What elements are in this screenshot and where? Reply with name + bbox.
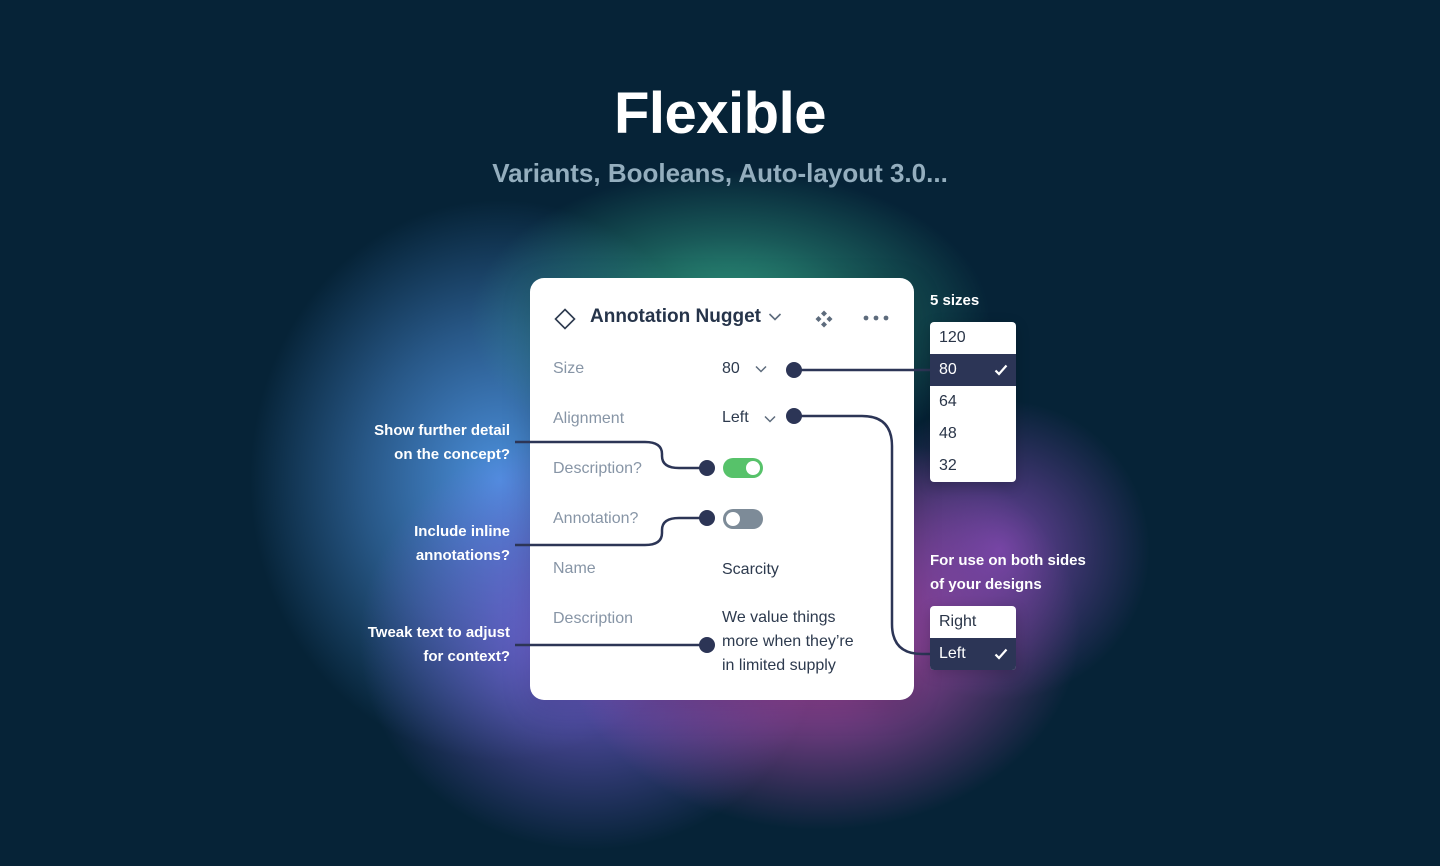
description-line: We value things xyxy=(722,609,836,626)
size-option-80[interactable]: 80 xyxy=(930,354,1016,386)
chevron-down-icon[interactable] xyxy=(768,312,782,322)
component-properties-panel: Annotation Nugget Size 80 Alignment Left… xyxy=(530,278,914,700)
check-icon xyxy=(994,364,1008,376)
size-select-value[interactable]: 80 xyxy=(722,360,740,377)
note-line: on the concept? xyxy=(394,446,510,463)
option-label: 32 xyxy=(939,457,957,474)
chevron-down-icon[interactable] xyxy=(764,415,776,423)
sizes-note: 5 sizes xyxy=(930,292,980,309)
alignment-options-dropdown: Right Left xyxy=(930,606,1016,670)
option-label: Left xyxy=(939,645,966,662)
note-line: of your designs xyxy=(930,576,1042,593)
name-text-value[interactable]: Scarcity xyxy=(722,561,779,578)
description-line: in limited supply xyxy=(722,657,836,674)
size-option-32[interactable]: 32 xyxy=(930,450,1016,482)
alignment-option-right[interactable]: Right xyxy=(930,606,1016,638)
size-option-64[interactable]: 64 xyxy=(930,386,1016,418)
note-line: For use on both sides xyxy=(930,552,1086,569)
note-line: Include inline xyxy=(414,523,510,540)
option-label: 64 xyxy=(939,393,957,410)
chevron-down-icon[interactable] xyxy=(755,365,767,373)
sides-note: For use on both sides of your designs xyxy=(930,549,1086,597)
alignment-option-left[interactable]: Left xyxy=(930,638,1016,670)
description-line: more when they’re xyxy=(722,633,854,650)
note-line: annotations? xyxy=(415,547,510,564)
size-option-48[interactable]: 48 xyxy=(930,418,1016,450)
hero-subtitle: Variants, Booleans, Auto-layout 3.0... xyxy=(492,158,948,188)
component-name: Annotation Nugget xyxy=(590,306,761,327)
alignment-select-value[interactable]: Left xyxy=(722,409,749,426)
note-line: for context? xyxy=(423,648,510,665)
toggle-knob xyxy=(726,512,740,526)
size-label: Size xyxy=(553,360,585,377)
size-options-dropdown: 120 80 64 48 32 xyxy=(930,322,1016,482)
toggle-knob xyxy=(746,461,760,475)
note-line: Tweak text to adjust xyxy=(367,624,510,641)
option-label: 80 xyxy=(939,361,957,378)
size-option-120[interactable]: 120 xyxy=(930,322,1016,354)
alignment-label: Alignment xyxy=(553,410,625,427)
description-label: Description xyxy=(553,610,634,627)
name-label: Name xyxy=(553,560,596,577)
option-label: Right xyxy=(939,613,977,630)
hero-title: Flexible xyxy=(614,81,826,146)
note-line: Show further detail xyxy=(374,422,510,439)
description-text-value[interactable]: We value things more when they’re in lim… xyxy=(722,606,854,678)
description-toggle[interactable] xyxy=(723,458,763,478)
component-instance-icon[interactable] xyxy=(814,309,834,329)
option-label: 48 xyxy=(939,425,957,442)
description-note: Show further detail on the concept? xyxy=(310,419,510,467)
annotation-toggle[interactable] xyxy=(723,509,763,529)
text-note: Tweak text to adjust for context? xyxy=(310,621,510,669)
description-toggle-label: Description? xyxy=(553,460,642,477)
more-icon[interactable] xyxy=(862,314,890,322)
option-label: 120 xyxy=(939,329,966,346)
diamond-icon xyxy=(554,308,576,330)
annotation-note: Include inline annotations? xyxy=(310,520,510,568)
annotation-toggle-label: Annotation? xyxy=(553,510,639,527)
check-icon xyxy=(994,648,1008,660)
